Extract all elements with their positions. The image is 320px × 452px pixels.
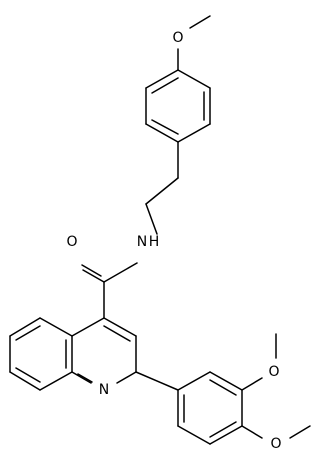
- atom-oxygen-methoxy-top: O: [172, 30, 183, 46]
- atom-oxygen-methoxy-para: O: [270, 436, 281, 452]
- carboxamide-group: [81, 262, 138, 319]
- atom-nitrogen-amide: N: [137, 234, 147, 250]
- dimethoxyphenyl-ring: [135, 333, 311, 445]
- atom-oxygen-carbonyl: O: [66, 234, 77, 250]
- atom-nitrogen-quinoline: N: [99, 382, 109, 398]
- atom-oxygen-methoxy-meta: O: [268, 364, 279, 380]
- methoxyphenyl-ring: [145, 15, 211, 143]
- ethyl-linker: [145, 141, 179, 235]
- atom-hydrogen-amide: H: [149, 234, 160, 250]
- quinoline-ring-system: [9, 317, 137, 391]
